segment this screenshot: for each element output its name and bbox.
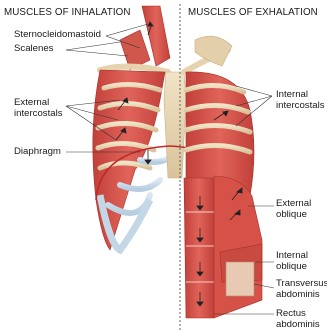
transversus-abdominis-muscle [226,262,254,296]
label-sternocleidomastoid: Sternocleidomastoid [14,30,101,41]
label-transversus-abdominis: Transversus abdominis [276,279,327,300]
label-internal-intercostals: Internal intercostals [276,90,325,111]
label-diaphragm: Diaphragm [14,147,61,158]
right-ribcage [182,36,262,318]
label-external-intercostals: External intercostals [14,98,63,119]
heading-exhalation: MUSCLES OF EXHALATION [188,8,318,19]
label-internal-oblique: Internal oblique [276,251,308,272]
label-rectus-abdominis: Rectus abdominis [276,309,320,330]
sternum [164,72,186,178]
left-ribcage [93,6,170,250]
label-scalenes: Scalenes [14,44,53,55]
label-external-oblique: External oblique [276,199,311,220]
heading-inhalation: MUSCLES OF INHALATION [4,8,131,19]
rectus-abdominis-muscle [184,178,214,318]
